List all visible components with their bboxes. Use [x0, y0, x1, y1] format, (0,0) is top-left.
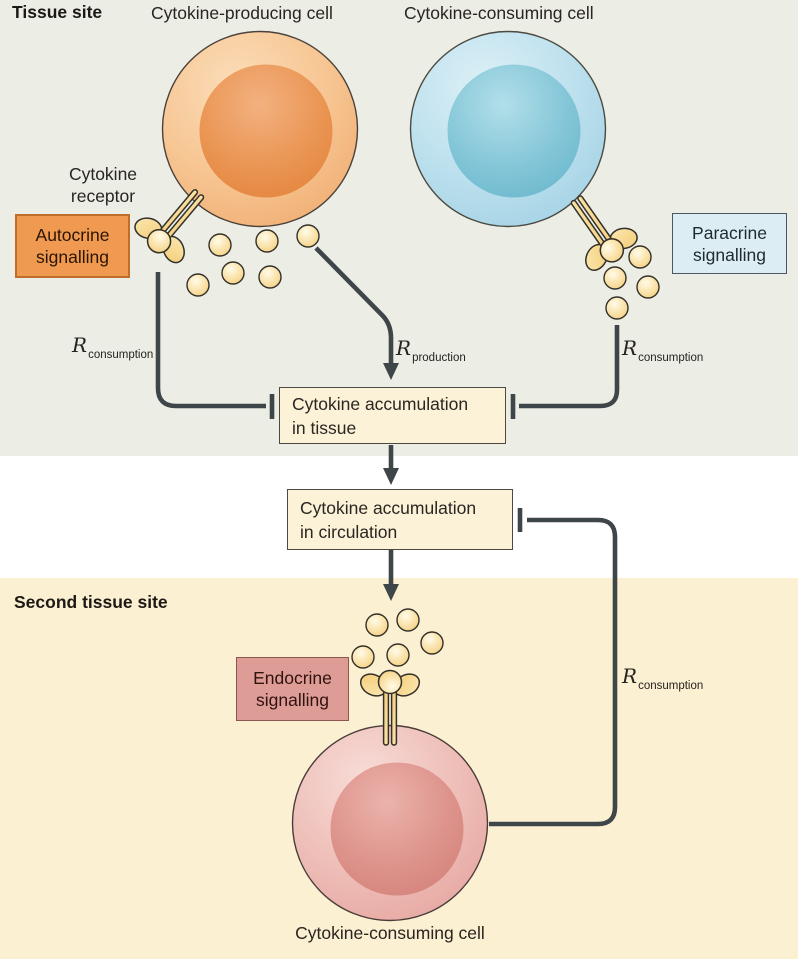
cytokine-icon: [603, 266, 627, 290]
cytokine-molecules-endocrine: [351, 608, 444, 669]
cytokine-icon: [396, 608, 420, 632]
cytokine-icon: [386, 643, 410, 667]
cytokine-icon: [628, 245, 652, 269]
cytokine-icon: [636, 275, 660, 299]
endocrine-consumption-line: [489, 517, 618, 827]
endocrine-consuming-cell-label: Cytokine-consuming cell: [295, 923, 485, 943]
endocrine-line2: signalling: [256, 690, 329, 710]
tissue-to-circulation-arrowhead: [383, 468, 399, 485]
tissue-site-background: [0, 0, 798, 456]
paracrine-line1: Paracrine: [692, 222, 767, 243]
circulation-accumulation-box: Cytokine accumulation in circulation: [287, 489, 513, 550]
consuming-cell-label: Cytokine-consuming cell: [404, 3, 594, 23]
cytokine-receptor-label: Cytokine receptor: [53, 163, 153, 207]
cytokine-molecules-autocrine: [186, 224, 320, 297]
tissue-accumulation-line2: in tissue: [292, 417, 357, 438]
rate-symbol: R: [72, 333, 88, 357]
rate-subscript: consumption: [638, 680, 704, 692]
tissue-accumulation-box: Cytokine accumulation in tissue: [279, 387, 506, 444]
cytokine-icon: [208, 233, 232, 257]
paracrine-line2: signalling: [693, 244, 766, 265]
autocrine-consumption-line: [155, 272, 266, 409]
rate-subscript: consumption: [88, 349, 154, 361]
autocrine-signalling-box: Autocrine signalling: [15, 214, 130, 278]
rate-consumption-autocrine: Rconsumption: [72, 333, 153, 361]
circulation-accumulation-line1: Cytokine accumulation: [300, 497, 477, 518]
cytokine-consuming-cell-top: [409, 30, 607, 228]
cytokine-icon: [258, 265, 282, 289]
autocrine-line2: signalling: [36, 247, 109, 267]
cytokine-icon: [221, 261, 245, 285]
rate-symbol: R: [622, 664, 638, 688]
cytokine-icon: [365, 613, 389, 637]
rate-consumption-paracrine: Rconsumption: [622, 336, 703, 364]
cytokine-icon: [186, 273, 210, 297]
circulation-accumulation-line2: in circulation: [300, 521, 398, 542]
paracrine-signalling-box: Paracrine signalling: [672, 213, 787, 274]
cytokine-icon: [351, 645, 375, 669]
producing-cell-label: Cytokine-producing cell: [151, 3, 333, 23]
rate-subscript: production: [412, 352, 466, 364]
paracrine-consumption-line: [519, 325, 620, 409]
circulation-to-second-site-arrowhead: [383, 584, 399, 601]
cytokine-consuming-cell-bottom: [291, 724, 489, 922]
rate-consumption-endocrine: Rconsumption: [622, 664, 703, 692]
arrowheads: [383, 363, 399, 601]
cytokine-receptor-label-line2: receptor: [70, 186, 136, 206]
cytokine-icon: [420, 631, 444, 655]
tissue-site-label: Tissue site: [12, 2, 103, 22]
production-line: [314, 246, 394, 366]
production-arrowhead: [383, 363, 399, 380]
autocrine-line1: Autocrine: [35, 225, 110, 245]
endocrine-signalling-box: Endocrine signalling: [236, 657, 349, 721]
cytokine-icon: [605, 296, 629, 320]
cytokine-icon: [296, 224, 320, 248]
cytokine-producing-cell: [161, 30, 359, 228]
cytokine-receptor-label-line1: Cytokine: [68, 164, 138, 184]
rate-symbol: R: [396, 336, 412, 360]
endocrine-line1: Endocrine: [253, 668, 332, 688]
rate-production: Rproduction: [396, 336, 466, 364]
flow-lines: [155, 246, 620, 827]
tissue-accumulation-line1: Cytokine accumulation: [292, 393, 469, 414]
rate-symbol: R: [622, 336, 638, 360]
rate-subscript: consumption: [638, 352, 704, 364]
second-tissue-site-label: Second tissue site: [14, 592, 168, 612]
cytokine-icon: [255, 229, 279, 253]
